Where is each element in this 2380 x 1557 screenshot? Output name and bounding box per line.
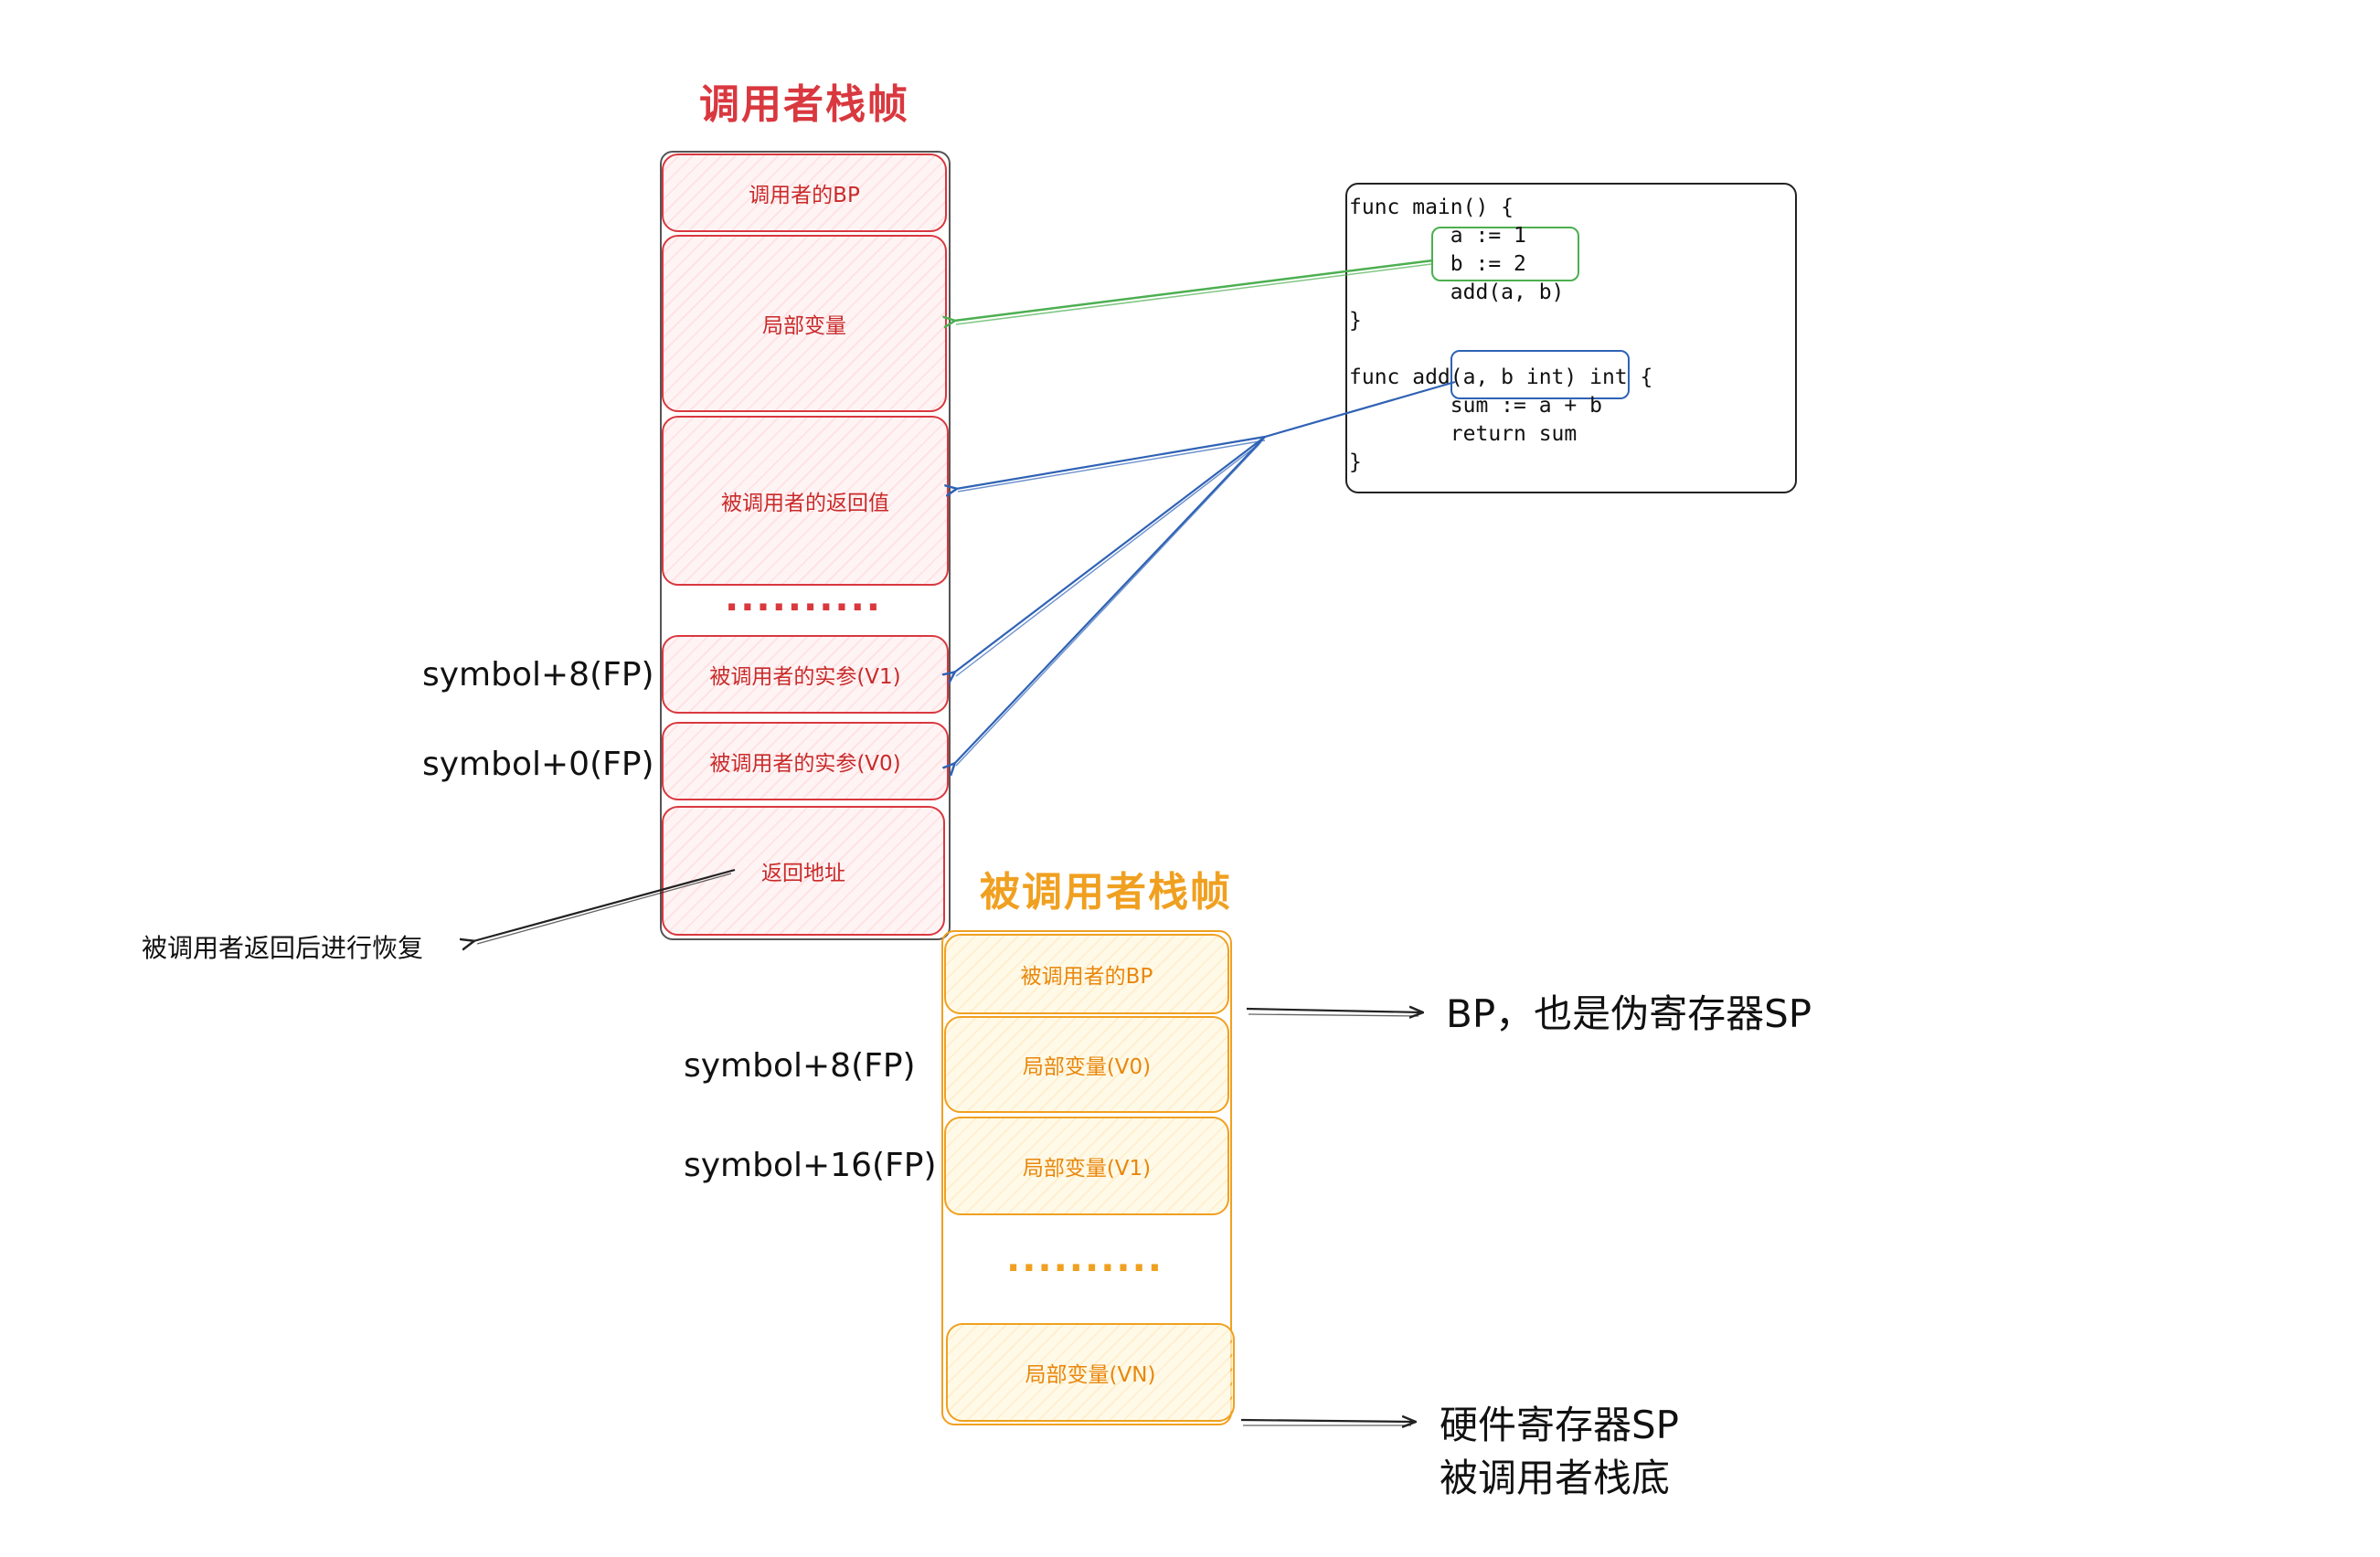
restore-arrow xyxy=(473,868,736,944)
callee-offset-v0: symbol+8(FP) xyxy=(684,1047,916,1085)
code-line: return sum xyxy=(1349,422,1578,446)
code-line: sum := a + b xyxy=(1349,394,1602,418)
blue-arrow-arg-v1 xyxy=(954,436,1266,676)
code-line: } xyxy=(1349,450,1362,474)
callee-offset-v1: symbol+16(FP) xyxy=(684,1147,937,1184)
code-line: func main() { xyxy=(1349,196,1514,219)
blue-arrow-arg-v0 xyxy=(954,436,1266,766)
caller-locals-cell: 局部变量 xyxy=(662,235,947,412)
code-line: b := 2 xyxy=(1349,252,1526,276)
callee-arg-v1-cell: 被调用者的实参(V1) xyxy=(662,635,949,714)
add-params-highlight xyxy=(1450,350,1630,399)
callee-stack-bottom-note: 被调用者栈底 xyxy=(1440,1456,1671,1500)
caller-frame-title: 调用者栈帧 xyxy=(699,81,909,128)
callee-return-value-cell: 被调用者的返回值 xyxy=(662,416,949,586)
callee-local-v1-cell: 局部变量(V1) xyxy=(944,1117,1229,1215)
caller-frame-box xyxy=(660,151,951,940)
restore-note: 被调用者返回后进行恢复 xyxy=(142,933,424,963)
callee-arg-v0-cell: 被调用者的实参(V0) xyxy=(662,722,949,800)
hardware-sp-note: 硬件寄存器SP xyxy=(1440,1403,1679,1447)
caller-bp-cell: 调用者的BP xyxy=(662,154,947,232)
code-line: } xyxy=(1349,309,1362,333)
bp-pseudo-sp-note: BP，也是伪寄存器SP xyxy=(1446,991,1812,1036)
callee-local-vn-cell: 局部变量(VN) xyxy=(946,1323,1235,1422)
main-vars-highlight xyxy=(1431,227,1579,281)
callee-frame-box xyxy=(941,930,1232,1425)
callee-local-v0-cell: 局部变量(V0) xyxy=(944,1016,1229,1113)
return-address-cell: 返回地址 xyxy=(662,806,945,936)
code-line: a := 1 xyxy=(1349,224,1526,248)
bp-note-arrow xyxy=(1246,1009,1422,1016)
callee-bp-cell: 被调用者的BP xyxy=(944,934,1229,1014)
blue-arrow-return-value xyxy=(956,380,1456,492)
caller-offset-v0: symbol+0(FP) xyxy=(422,746,654,783)
caller-offset-v1: symbol+8(FP) xyxy=(422,656,654,694)
callee-frame-title: 被调用者栈帧 xyxy=(980,869,1232,916)
green-arrow-locals xyxy=(954,259,1434,324)
hardware-sp-arrow xyxy=(1240,1420,1415,1425)
code-line: func add(a, b int) int { xyxy=(1349,365,1653,389)
code-line: add(a, b) xyxy=(1349,281,1565,304)
